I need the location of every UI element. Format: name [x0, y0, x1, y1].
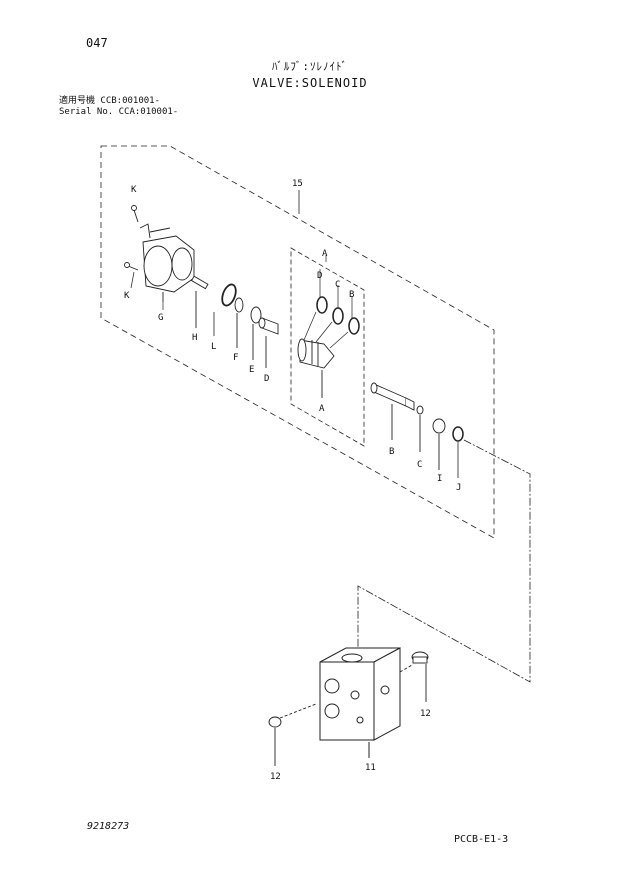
ring-e [250, 306, 262, 360]
callout-g: G [158, 313, 163, 323]
page-code: PCCB-E1-3 [454, 834, 509, 845]
link-line [357, 439, 531, 683]
callout-h: H [192, 333, 197, 343]
ring-j [452, 426, 464, 478]
callout-15: 15 [292, 179, 303, 189]
washer-f [234, 297, 244, 348]
spool-b [370, 382, 415, 440]
callout-12: 12 [420, 709, 431, 719]
poppet-d [258, 317, 279, 368]
serial-row: Serial No. CCA:010001- [59, 107, 179, 117]
serial-info: 適用号機 CCB:001001- Serial No. CCA:010001- [59, 96, 178, 118]
valve-block [319, 647, 401, 758]
callout-c: C [335, 280, 340, 290]
plug-i [432, 418, 446, 470]
callout-l: L [211, 342, 216, 352]
cartridge-a [297, 338, 335, 398]
callout-k: K [124, 291, 130, 301]
callout-a: A [322, 249, 328, 259]
callout-d: D [264, 374, 269, 384]
drawing-number: 9218273 [87, 821, 130, 832]
assembly-outline [100, 145, 495, 539]
callout-d: D [317, 271, 322, 281]
ball-c [416, 405, 424, 452]
callout-a: A [319, 404, 325, 414]
callout-12: 12 [270, 772, 281, 782]
callout-b: B [389, 447, 394, 457]
callout-f: F [233, 353, 238, 363]
callout-j: J [456, 483, 461, 493]
plug-12 [268, 651, 429, 766]
callout-i: I [437, 474, 442, 484]
pin-h [190, 275, 209, 328]
page-number: 047 [86, 36, 108, 50]
screw-k [124, 205, 139, 271]
callout-e: E [249, 365, 254, 375]
serial-row: 適用号機 CCB:001001- [59, 96, 161, 106]
callout-k: K [131, 185, 137, 195]
solenoid-coil [139, 223, 195, 302]
callout-c: C [417, 460, 422, 470]
title-english: VALVE:SOLENOID [252, 76, 368, 90]
callout-b: B [349, 290, 354, 300]
callout-11: 11 [365, 763, 376, 773]
subassembly-outline [290, 247, 365, 447]
title-japanese: ﾊﾞﾙﾌﾞ:ｿﾚﾉｲﾄﾞ [271, 60, 349, 73]
o-ring-l [221, 283, 237, 307]
